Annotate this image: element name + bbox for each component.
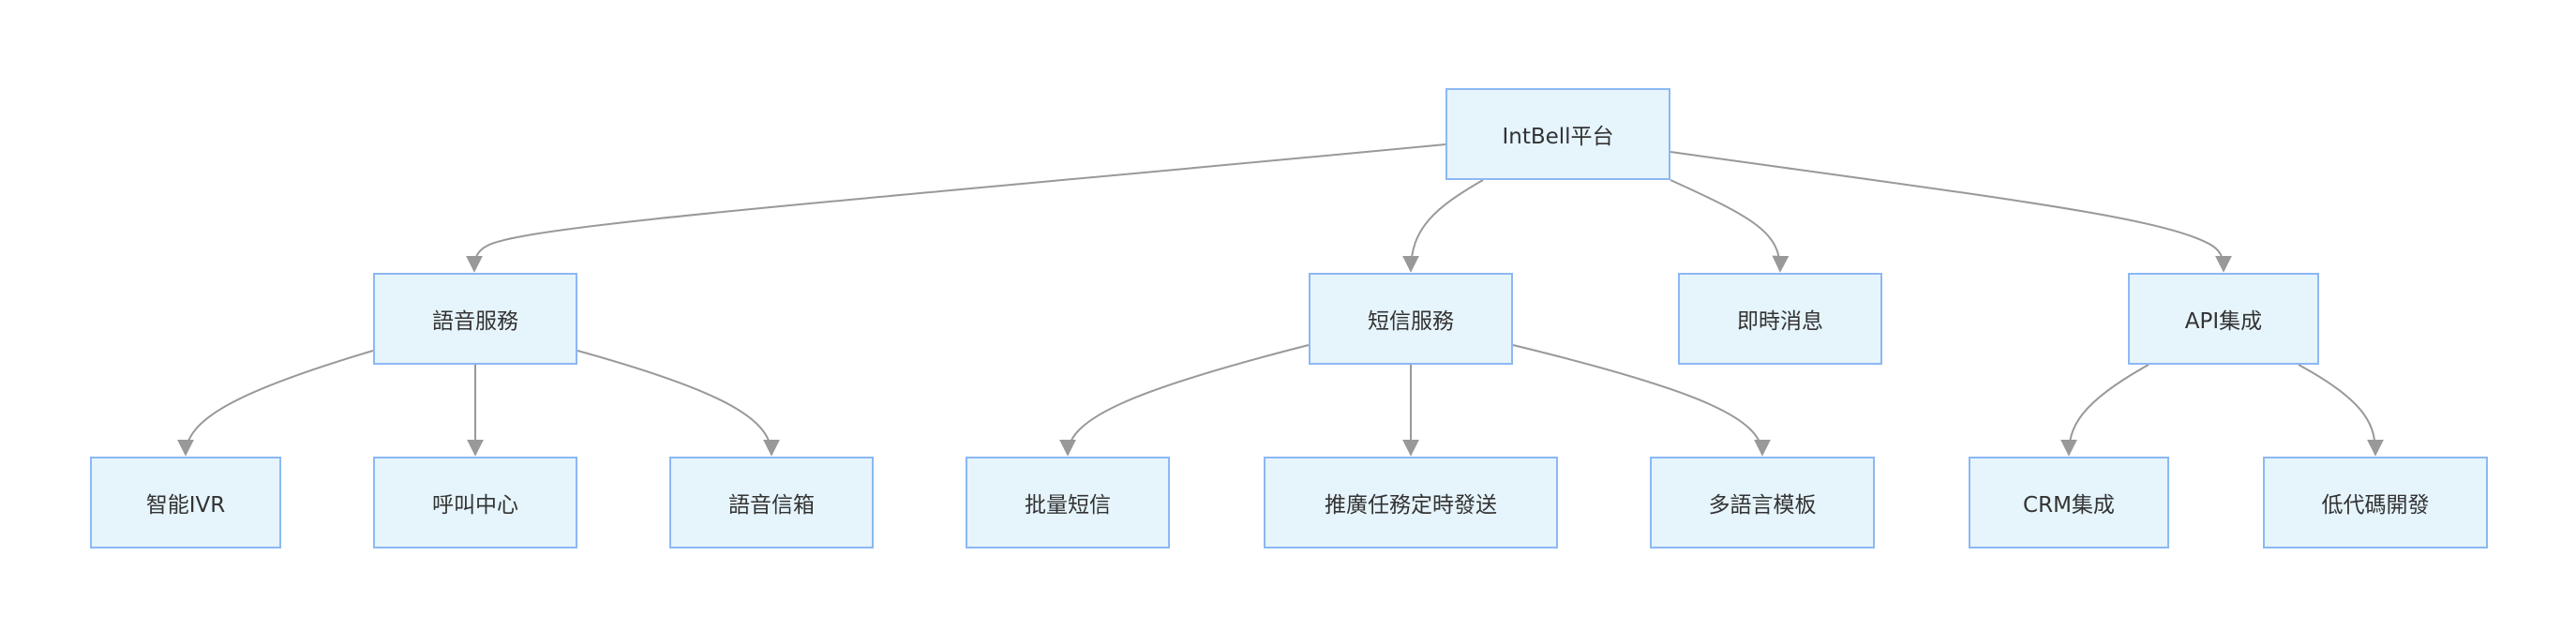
node-label: 批量短信 (1025, 493, 1111, 518)
edge-root-voice (466, 143, 1446, 273)
node-instant-message[interactable]: 即時消息 (1678, 273, 1882, 365)
node-label: 智能IVR (145, 493, 226, 518)
node-label: CRM集成 (2023, 493, 2115, 518)
node-label: 語音服務 (432, 309, 518, 334)
node-lowcode-dev[interactable]: 低代碼開發 (2263, 457, 2488, 548)
node-crm-integration[interactable]: CRM集成 (1969, 457, 2169, 548)
node-label: 短信服務 (1368, 309, 1454, 334)
node-bulk-sms[interactable]: 批量短信 (966, 457, 1170, 548)
node-scheduled-promo[interactable]: 推廣任務定時發送 (1264, 457, 1558, 548)
node-label: API集成 (2184, 309, 2263, 334)
edge-voice-ivr (177, 350, 374, 457)
node-intbell-platform[interactable]: IntBell平台 (1445, 88, 1670, 180)
edge-root-im (1670, 179, 1790, 273)
edge-voice-vmail (577, 350, 780, 457)
node-multilang-template[interactable]: 多語言模板 (1650, 457, 1875, 548)
node-sms-service[interactable]: 短信服務 (1309, 273, 1513, 365)
node-call-center[interactable]: 呼叫中心 (373, 457, 577, 548)
node-label: IntBell平台 (1502, 125, 1614, 149)
node-label: 低代碼開發 (2321, 493, 2430, 518)
edge-api-lowcode (2298, 364, 2384, 457)
edge-sms-bulk (1059, 344, 1310, 457)
edge-sms-multi (1512, 344, 1771, 457)
node-voicemail[interactable]: 語音信箱 (669, 457, 874, 548)
edge-root-api (1670, 151, 2232, 273)
node-api-integration[interactable]: API集成 (2128, 273, 2319, 365)
edge-api-crm (2060, 364, 2149, 457)
node-label: 多語言模板 (1708, 493, 1817, 518)
edge-root-sms (1402, 179, 1484, 273)
node-voice-service[interactable]: 語音服務 (373, 273, 577, 365)
node-label: 語音信箱 (728, 493, 815, 518)
node-label: 即時消息 (1737, 309, 1823, 334)
node-label: 推廣任務定時發送 (1325, 493, 1497, 518)
node-smart-ivr[interactable]: 智能IVR (90, 457, 281, 548)
node-label: 呼叫中心 (432, 493, 518, 518)
